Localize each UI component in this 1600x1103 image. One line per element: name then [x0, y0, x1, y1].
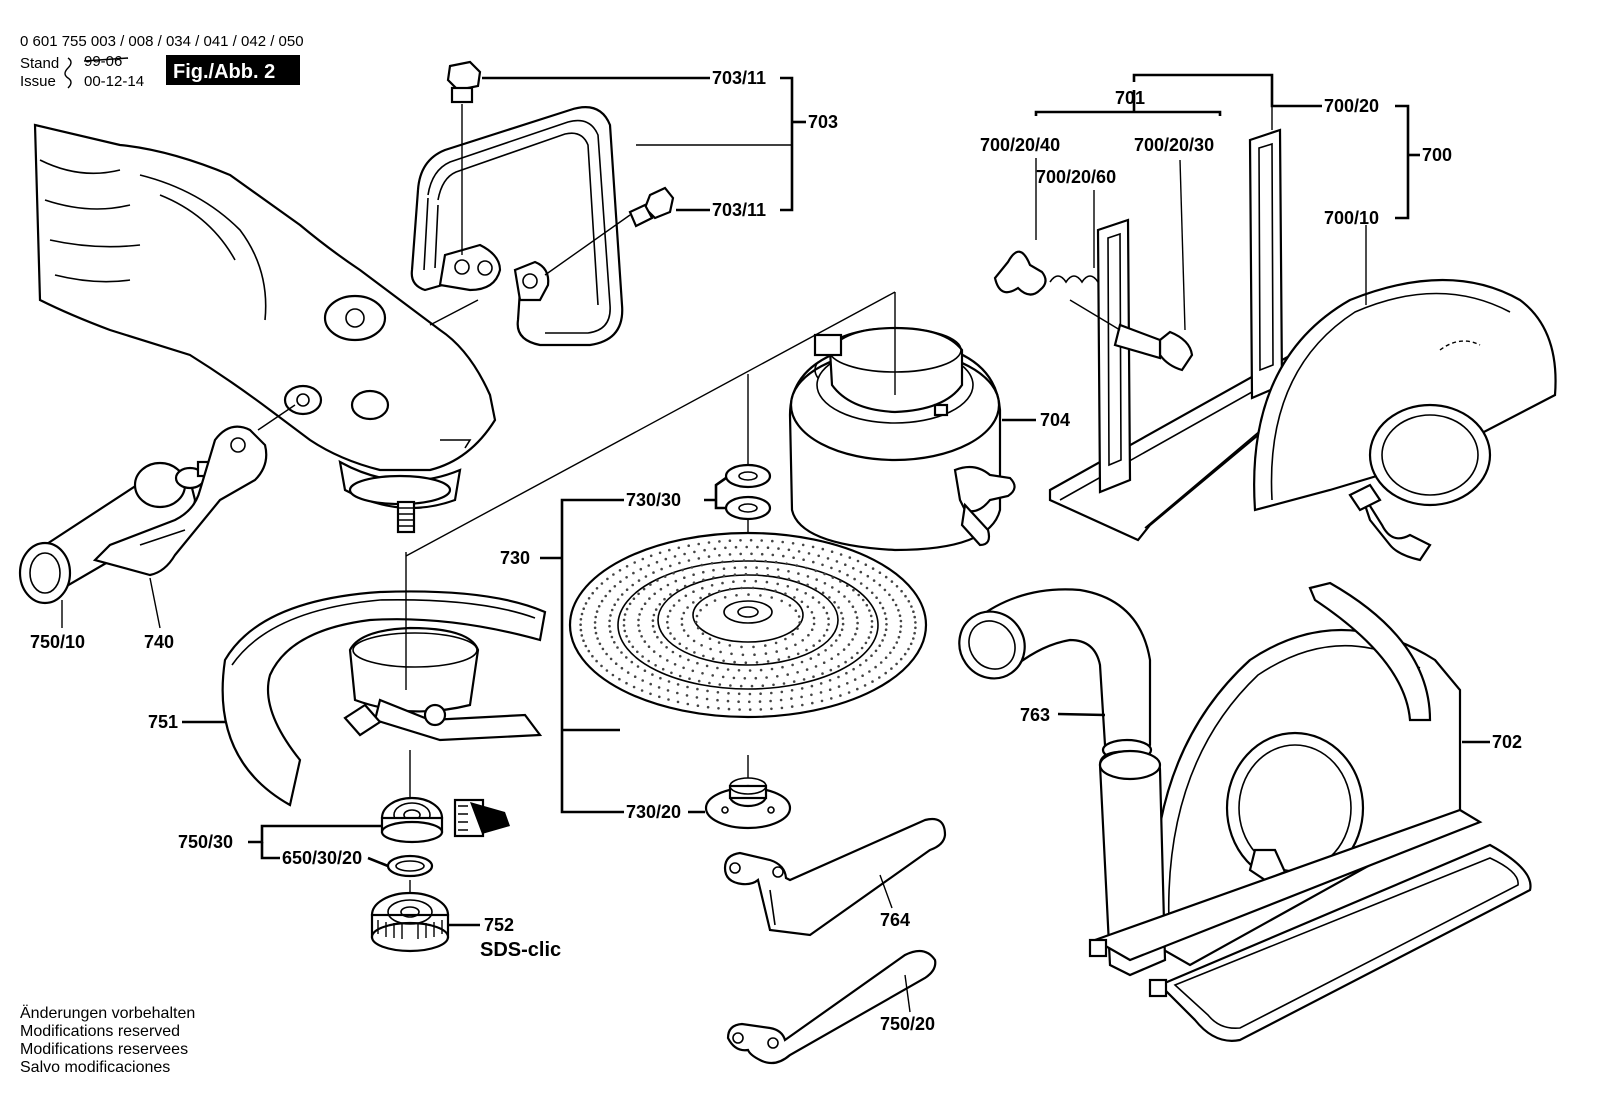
label-703-11-b: 703/11	[712, 200, 766, 220]
hood-700-10	[1253, 278, 1557, 562]
footer-line-2: Modifications reserved	[20, 1023, 180, 1040]
label-764: 764	[880, 910, 910, 930]
label-sds-clic: SDS-clic	[480, 939, 561, 961]
label-703: 703	[808, 112, 838, 132]
label-700-20-60: 700/20/60	[1036, 167, 1116, 187]
label-752: 752	[484, 915, 514, 935]
label-700: 700	[1422, 145, 1452, 165]
brace-glyph	[64, 57, 72, 89]
wrench-750-20	[726, 949, 937, 1065]
label-650-30-20: 650/30/20	[282, 848, 362, 868]
label-730-30: 730/30	[626, 490, 681, 510]
bail-handle-703	[410, 60, 675, 347]
part-numbers: 0 601 755 003 / 008 / 034 / 041 / 042 / …	[20, 33, 304, 50]
wrench-764	[723, 817, 947, 937]
label-704: 704	[1040, 410, 1070, 430]
issue-date: 00-12-14	[84, 73, 144, 90]
footer-line-3: Modifications reservees	[20, 1041, 188, 1058]
label-763: 763	[1020, 705, 1050, 725]
leader-lines	[61, 73, 1490, 1013]
label-751: 751	[148, 712, 178, 732]
adapter-704	[788, 292, 1016, 552]
clamp-nut-752	[370, 891, 450, 953]
label-750-10: 750/10	[30, 632, 85, 652]
figure-badge	[166, 55, 300, 85]
footer-line-4: Salvo modificaciones	[20, 1059, 170, 1076]
bail-leader	[429, 299, 479, 326]
footer-line-1: Änderungen vorbehalten	[20, 1004, 195, 1022]
label-700-10: 700/10	[1324, 208, 1379, 228]
suction-elbow-763	[958, 588, 1153, 762]
label-700-20-30: 700/20/30	[1134, 135, 1214, 155]
guard-751	[221, 552, 547, 807]
label-730-20: 730/20	[626, 802, 681, 822]
washers-730-30	[724, 374, 772, 600]
assembly-leader	[405, 291, 896, 557]
figure-label: Fig./Abb. 2	[173, 61, 275, 83]
stand-date: 99-06	[84, 53, 122, 70]
label-701: 701	[1115, 88, 1145, 108]
flange-750-30	[380, 750, 444, 895]
header-block: 0 601 755 003 / 008 / 034 / 041 / 042 / …	[20, 33, 304, 90]
label-750-20: 750/20	[880, 1014, 935, 1034]
disc-perforations	[579, 538, 917, 711]
issue-label: Issue	[20, 73, 56, 90]
tool-icon	[453, 798, 510, 838]
label-740: 740	[144, 632, 174, 652]
disc-730	[568, 531, 928, 719]
callout-labels: 703/11 703/11 703 701 700/20 700 700/10 …	[30, 68, 1522, 1034]
label-703-11-a: 703/11	[712, 68, 766, 88]
label-702: 702	[1492, 732, 1522, 752]
label-730: 730	[500, 548, 530, 568]
guide-rail-700-20	[993, 128, 1320, 542]
footer-notes: Änderungen vorbehalten Modifications res…	[20, 1004, 195, 1076]
label-700-20: 700/20	[1324, 96, 1379, 116]
flange-730-20	[704, 755, 792, 830]
strike-line	[83, 57, 129, 62]
label-700-20-40: 700/20/40	[980, 135, 1060, 155]
cutting-guard-702	[1088, 581, 1532, 1042]
label-750-30: 750/30	[178, 832, 233, 852]
stand-label: Stand	[20, 55, 59, 72]
grinder-body	[33, 123, 497, 534]
side-handle-750-10	[18, 404, 296, 605]
